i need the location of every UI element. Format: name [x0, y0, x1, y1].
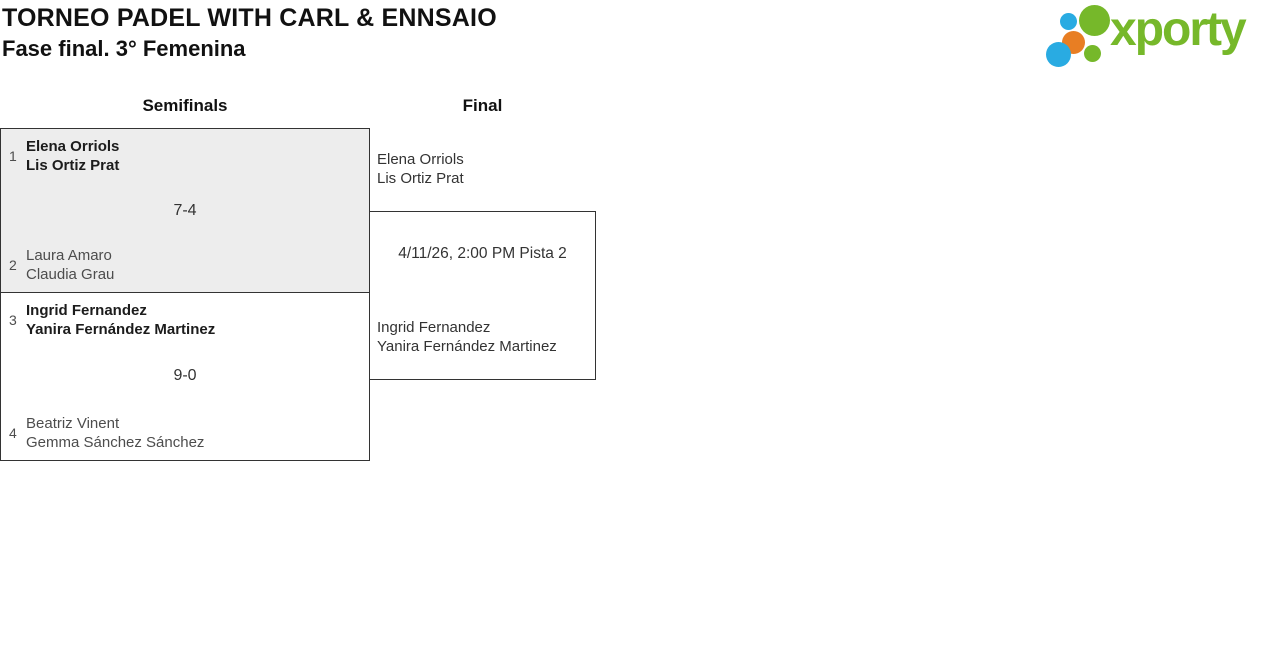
player-name: Lis Ortiz Prat: [26, 157, 120, 174]
seed-number: 2: [9, 257, 17, 273]
player-name: Yanira Fernández Martinez: [26, 320, 216, 338]
final-match-info: 4/11/26, 2:00 PM Pista 2: [398, 245, 567, 262]
page-title: TORNEO PADEL WITH CARL & ENNSAIO: [2, 4, 497, 32]
player-name: Laura Amaro: [26, 247, 112, 264]
player-name: Lis Ortiz Prat: [377, 170, 464, 187]
player-name: Ingrid Fernandez: [26, 301, 147, 319]
page-subtitle: Fase final. 3° Femenina: [2, 36, 246, 61]
team-players: Laura Amaro Claudia Grau: [26, 246, 114, 284]
xporty-logo[interactable]: xporty: [1040, 0, 1280, 75]
semifinal-1-team-1: 1 Elena Orriols Lis Ortiz Prat: [9, 137, 361, 175]
player-name: Yanira Fernández Martinez: [377, 338, 557, 355]
semifinal-2-team-1: 3 Ingrid Fernandez Yanira Fernández Mart…: [9, 301, 361, 339]
player-name: Gemma Sánchez Sánchez: [26, 434, 205, 451]
seed-number: 4: [9, 425, 17, 441]
semifinal-1-match-box: 1 Elena Orriols Lis Ortiz Prat 7-4 2 Lau…: [0, 128, 370, 293]
player-name: Claudia Grau: [26, 266, 115, 283]
logo-dot-green-small-icon: [1084, 45, 1101, 62]
semifinal-1-team-2: 2 Laura Amaro Claudia Grau: [9, 246, 361, 284]
player-name: Elena Orriols: [26, 138, 120, 155]
logo-dot-blue-small-icon: [1060, 13, 1077, 30]
page-header: TORNEO PADEL WITH CARL & ENNSAIO Fase fi…: [2, 3, 497, 63]
player-name: Elena Orriols: [377, 151, 464, 168]
player-name: Ingrid Fernandez: [377, 319, 491, 336]
final-team-2: Ingrid Fernandez Yanira Fernández Martin…: [377, 318, 557, 356]
semifinal-1-score: 7-4: [173, 201, 197, 219]
team-players: Beatriz Vinent Gemma Sánchez Sánchez: [26, 414, 204, 452]
seed-number: 3: [9, 311, 17, 328]
logo-dot-green-large-icon: [1079, 5, 1110, 36]
round-header-final: Final: [462, 96, 503, 115]
seed-number: 1: [9, 148, 17, 164]
round-header-semifinals: Semifinals: [142, 96, 228, 115]
player-name: Beatriz Vinent: [26, 415, 120, 432]
final-match-box: [369, 211, 596, 380]
semifinal-2-match-box: 3 Ingrid Fernandez Yanira Fernández Mart…: [0, 291, 370, 461]
xporty-wordmark: xporty: [1110, 3, 1247, 56]
semifinal-2-team-2: 4 Beatriz Vinent Gemma Sánchez Sánchez: [9, 414, 361, 452]
semifinal-2-score: 9-0: [173, 367, 197, 385]
logo-dot-blue-large-icon: [1046, 42, 1071, 67]
team-players: Elena Orriols Lis Ortiz Prat: [26, 137, 119, 175]
final-team-1: Elena Orriols Lis Ortiz Prat: [377, 150, 464, 188]
team-players: Ingrid Fernandez Yanira Fernández Martin…: [26, 301, 215, 339]
